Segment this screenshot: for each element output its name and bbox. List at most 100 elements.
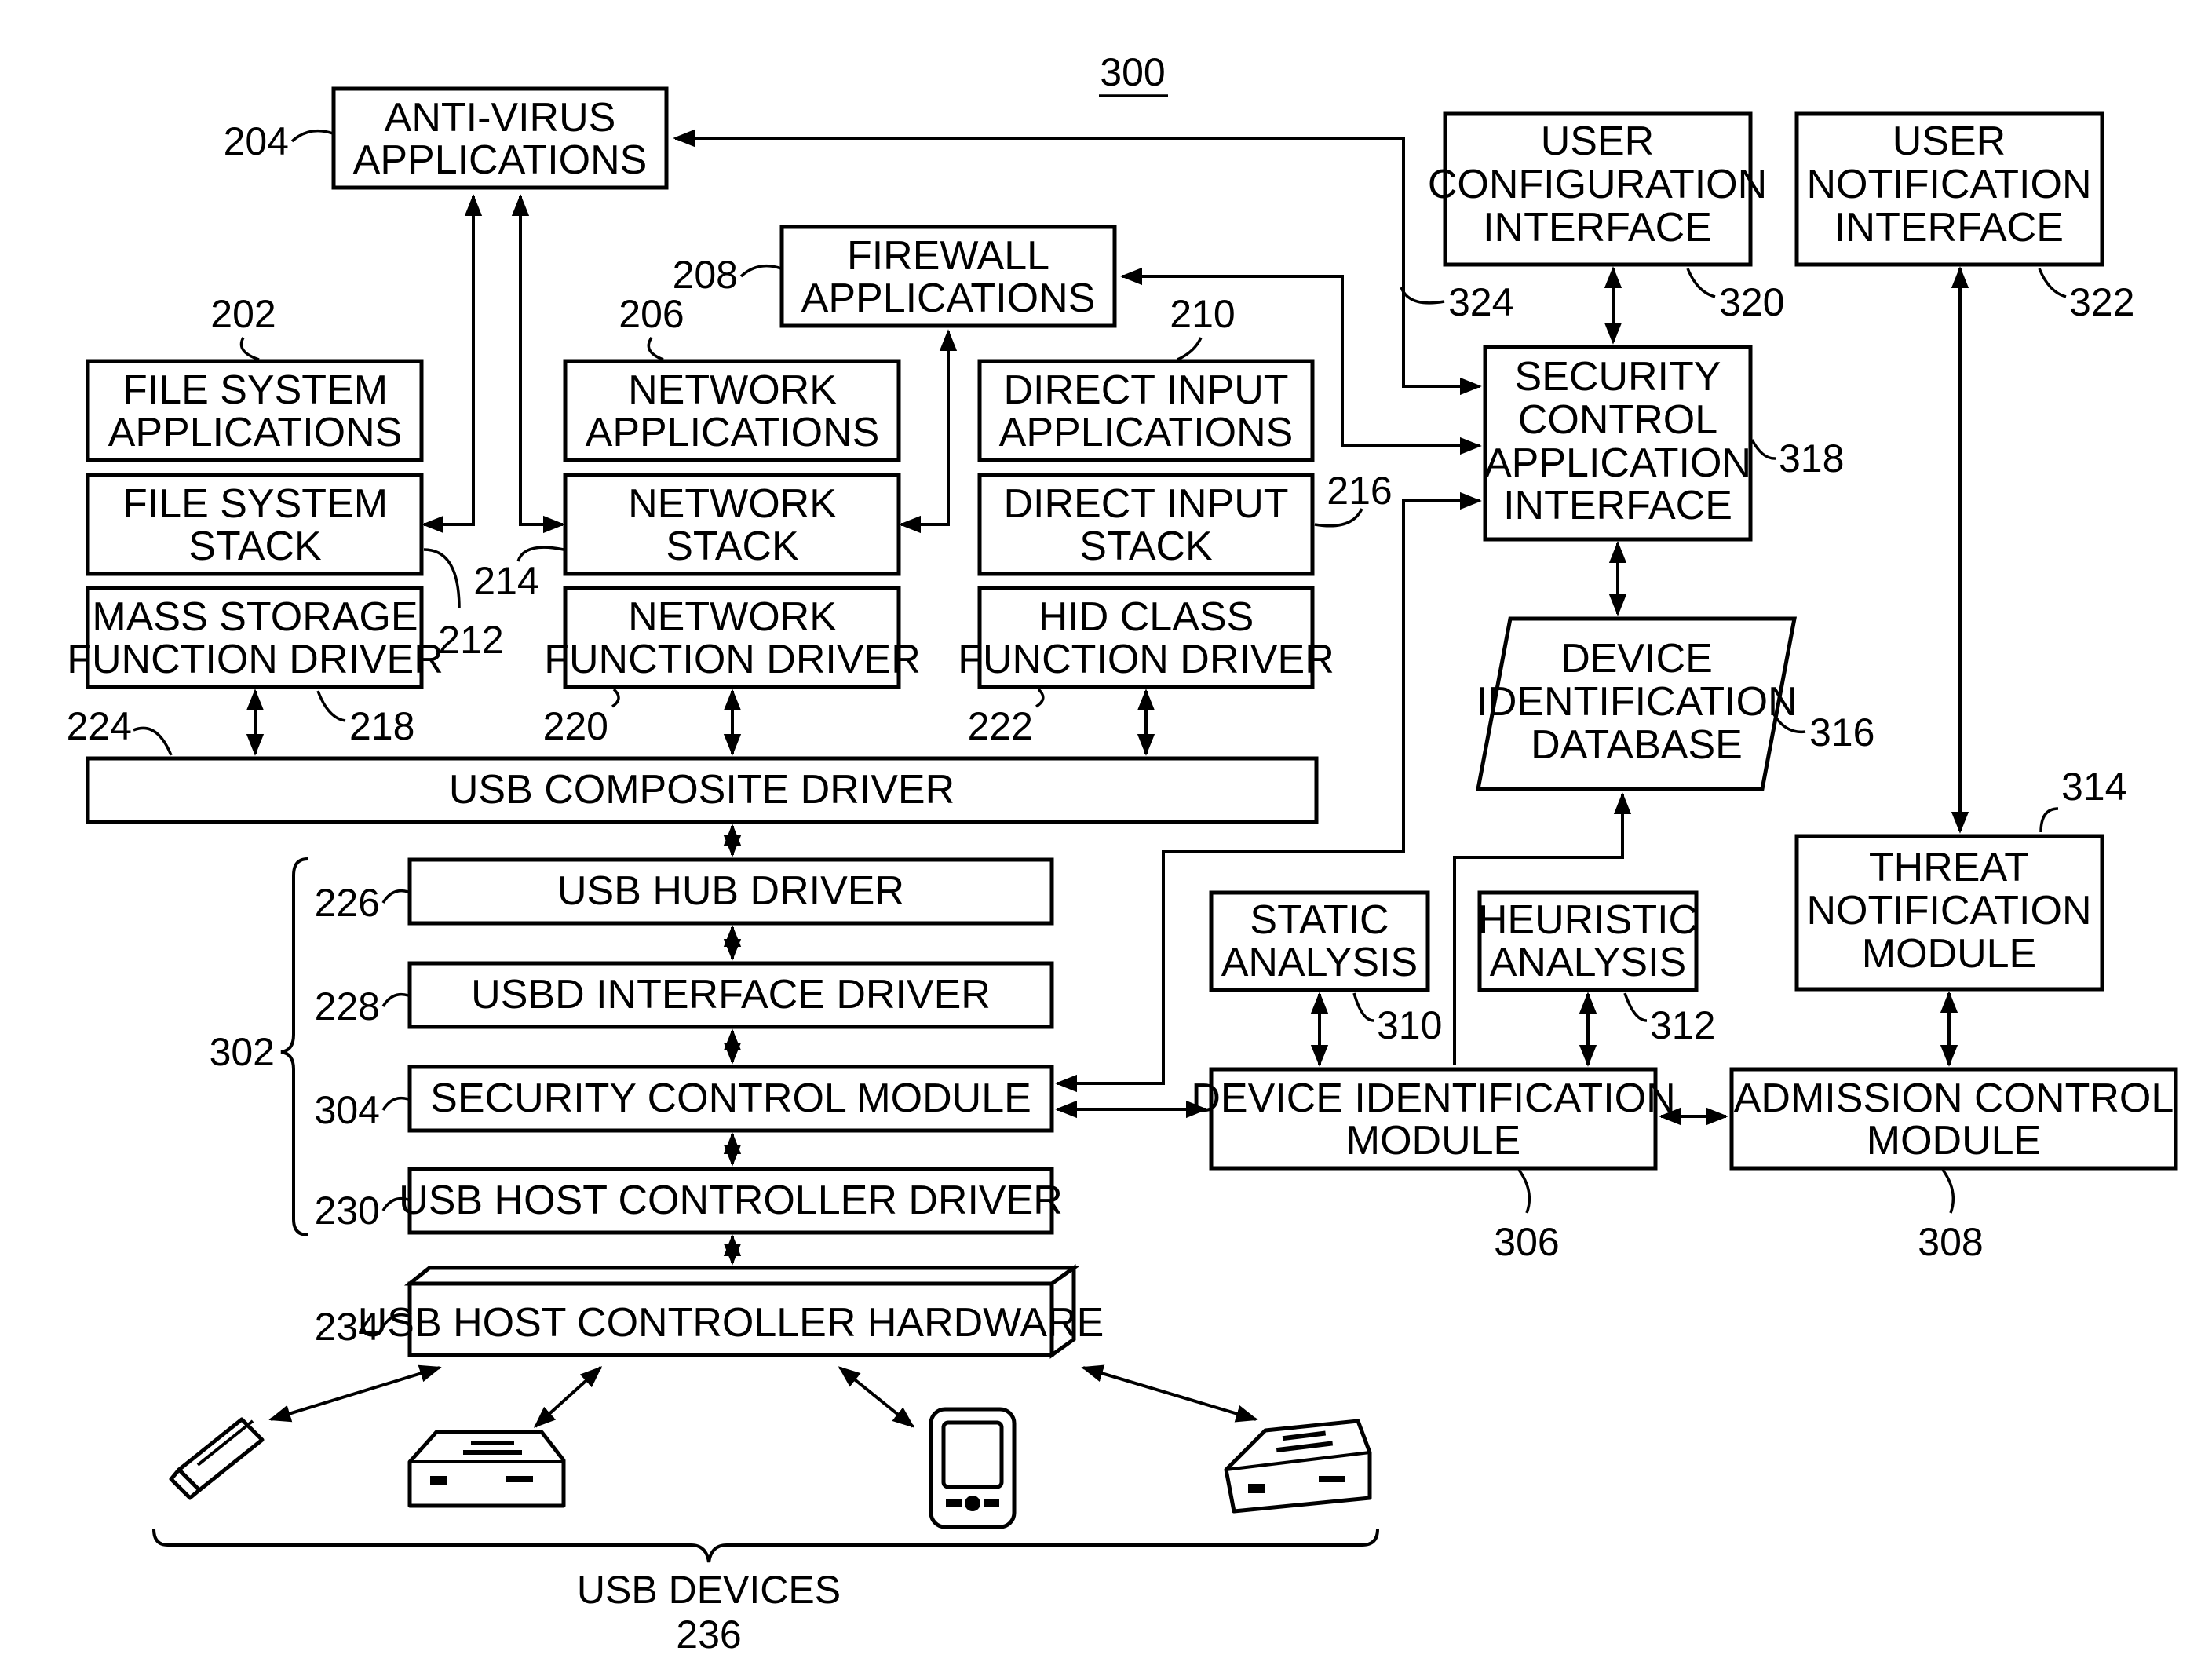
ref-label-234: 234 bbox=[315, 1305, 380, 1349]
usb-host-controller-hardware-block: USB HOST CONTROLLER HARDWARE bbox=[358, 1268, 1104, 1355]
ref-label-316: 316 bbox=[1809, 710, 1874, 754]
block-label-line: USB HUB DRIVER bbox=[557, 868, 904, 914]
figure-number-text: 300 bbox=[1100, 50, 1165, 94]
leader-line bbox=[1688, 268, 1715, 297]
block-label-line: FIREWALL bbox=[847, 233, 1049, 279]
ref-label-230: 230 bbox=[315, 1189, 380, 1233]
block-label-line: MODULE bbox=[1862, 931, 2036, 977]
block-label-line: HID CLASS bbox=[1038, 594, 1254, 640]
admission-control-module-block: ADMISSION CONTROL MODULE bbox=[1732, 1069, 2176, 1168]
block-label-line: SECURITY CONTROL MODULE bbox=[430, 1076, 1031, 1121]
network-applications-block: NETWORK APPLICATIONS bbox=[565, 361, 899, 460]
device-identification-module-block: DEVICE IDENTIFICATION MODULE bbox=[1191, 1069, 1675, 1168]
leader-line bbox=[383, 1098, 408, 1110]
ref-label-306: 306 bbox=[1494, 1220, 1559, 1264]
static-analysis-block: STATIC ANALYSIS bbox=[1211, 893, 1428, 990]
ref-label-220: 220 bbox=[543, 704, 608, 748]
block-label-line: INTERFACE bbox=[1834, 205, 2064, 250]
block-label-line: APPLICATIONS bbox=[586, 410, 880, 455]
block-label-line: STACK bbox=[666, 524, 799, 569]
block-label-line: FUNCTION DRIVER bbox=[67, 637, 443, 682]
block-label-line: THREAT bbox=[1869, 845, 2029, 890]
leader-line bbox=[383, 995, 408, 1006]
block-label-line: MODULE bbox=[1346, 1118, 1520, 1163]
block-label-line: USER bbox=[1541, 119, 1654, 164]
ref-label-210: 210 bbox=[1170, 292, 1235, 336]
usb-host-controller-driver-block: USB HOST CONTROLLER DRIVER bbox=[399, 1169, 1063, 1233]
block-label-line: HEURISTIC bbox=[1478, 897, 1698, 943]
leader-line bbox=[1354, 993, 1374, 1021]
external-drive-icon bbox=[410, 1432, 564, 1506]
connector-arrow bbox=[271, 1368, 440, 1419]
leader-line bbox=[741, 266, 781, 276]
block-label-line: DIRECT INPUT bbox=[1003, 481, 1288, 527]
leader-line bbox=[1036, 689, 1043, 707]
block-label-line: USBD INTERFACE DRIVER bbox=[471, 972, 991, 1017]
block-label-line: ANALYSIS bbox=[1490, 940, 1686, 985]
network-stack-block: NETWORK STACK bbox=[565, 475, 899, 574]
leader-line bbox=[424, 550, 459, 608]
block-label-line: APPLICATIONS bbox=[801, 276, 1096, 321]
block-label-line: CONTROL bbox=[1518, 397, 1717, 443]
ref-label-322: 322 bbox=[2069, 280, 2134, 324]
anti-virus-applications-block: ANTI-VIRUS APPLICATIONS bbox=[334, 89, 666, 188]
leader-line bbox=[1625, 993, 1647, 1021]
leader-line bbox=[612, 689, 619, 707]
file-system-applications-block: FILE SYSTEM APPLICATIONS bbox=[88, 361, 422, 460]
leader-line bbox=[1752, 440, 1776, 458]
ref-label-304: 304 bbox=[315, 1088, 380, 1132]
leader-line bbox=[1519, 1170, 1529, 1213]
block-label-line: APPLICATIONS bbox=[108, 410, 403, 455]
block-label-line: DEVICE bbox=[1560, 636, 1713, 681]
file-system-stack-block: FILE SYSTEM STACK bbox=[88, 475, 422, 574]
network-function-driver-block: NETWORK FUNCTION DRIVER bbox=[544, 588, 921, 687]
block-label-line: STACK bbox=[188, 524, 322, 569]
leader-line bbox=[242, 338, 260, 360]
block-label-line: NETWORK bbox=[628, 367, 837, 413]
heuristic-analysis-block: HEURISTIC ANALYSIS bbox=[1478, 893, 1698, 990]
firewall-applications-block: FIREWALL APPLICATIONS bbox=[782, 227, 1115, 326]
block-label-line: FUNCTION DRIVER bbox=[544, 637, 921, 682]
connector-arrow bbox=[901, 331, 948, 524]
block-label-line: INTERFACE bbox=[1483, 205, 1712, 250]
block-label-line: DATABASE bbox=[1531, 722, 1743, 768]
threat-notification-module-block: THREAT NOTIFICATION MODULE bbox=[1797, 836, 2102, 989]
ref-label-320: 320 bbox=[1719, 280, 1784, 324]
block-label-line: ANALYSIS bbox=[1221, 940, 1418, 985]
bracket-302 bbox=[281, 859, 308, 1235]
leader-line bbox=[2039, 268, 2066, 297]
ref-label-204: 204 bbox=[224, 119, 289, 163]
leader-line bbox=[1401, 287, 1444, 303]
device-identification-database-block: DEVICE IDENTIFICATION DATABASE bbox=[1476, 619, 1797, 789]
ref-label-310: 310 bbox=[1377, 1003, 1442, 1047]
ref-label-216: 216 bbox=[1327, 469, 1392, 513]
block-label-line: DIRECT INPUT bbox=[1003, 367, 1288, 413]
block-label-line: USB HOST CONTROLLER DRIVER bbox=[399, 1178, 1063, 1223]
block-label-line: ADMISSION CONTROL bbox=[1734, 1076, 2174, 1121]
block-label-line: USB HOST CONTROLLER HARDWARE bbox=[358, 1300, 1104, 1346]
leader-line bbox=[383, 891, 408, 903]
user-notification-interface-block: USER NOTIFICATION INTERFACE bbox=[1797, 114, 2102, 265]
usbd-interface-driver-block: USBD INTERFACE DRIVER bbox=[410, 963, 1052, 1027]
usb-devices-brace bbox=[154, 1529, 1378, 1562]
block-label-line: FUNCTION DRIVER bbox=[958, 637, 1334, 682]
security-control-application-interface-block: SECURITY CONTROL APPLICATION INTERFACE bbox=[1484, 347, 1751, 539]
ref-label-318: 318 bbox=[1779, 437, 1844, 480]
ref-label-314: 314 bbox=[2061, 765, 2126, 809]
hid-class-function-driver-block: HID CLASS FUNCTION DRIVER bbox=[958, 588, 1334, 687]
ref-label-222: 222 bbox=[968, 704, 1033, 748]
ref-label-206: 206 bbox=[619, 292, 684, 336]
ref-label-228: 228 bbox=[315, 984, 380, 1028]
mass-storage-function-driver-block: MASS STORAGE FUNCTION DRIVER bbox=[67, 588, 443, 687]
ref-label-218: 218 bbox=[349, 704, 414, 748]
leader-line bbox=[1177, 338, 1201, 360]
direct-input-applications-block: DIRECT INPUT APPLICATIONS bbox=[980, 361, 1312, 460]
usb-devices-label: USB DEVICES bbox=[577, 1568, 841, 1612]
block-label-line: NOTIFICATION bbox=[1806, 888, 2091, 933]
block-label-line: APPLICATIONS bbox=[353, 137, 648, 183]
block-label-line: FILE SYSTEM bbox=[122, 481, 388, 527]
block-label-line: ANTI-VIRUS bbox=[385, 95, 616, 141]
security-control-module-block: SECURITY CONTROL MODULE bbox=[410, 1067, 1052, 1131]
usb-flash-drive-icon bbox=[171, 1419, 262, 1498]
block-label-line: USER bbox=[1893, 119, 2006, 164]
